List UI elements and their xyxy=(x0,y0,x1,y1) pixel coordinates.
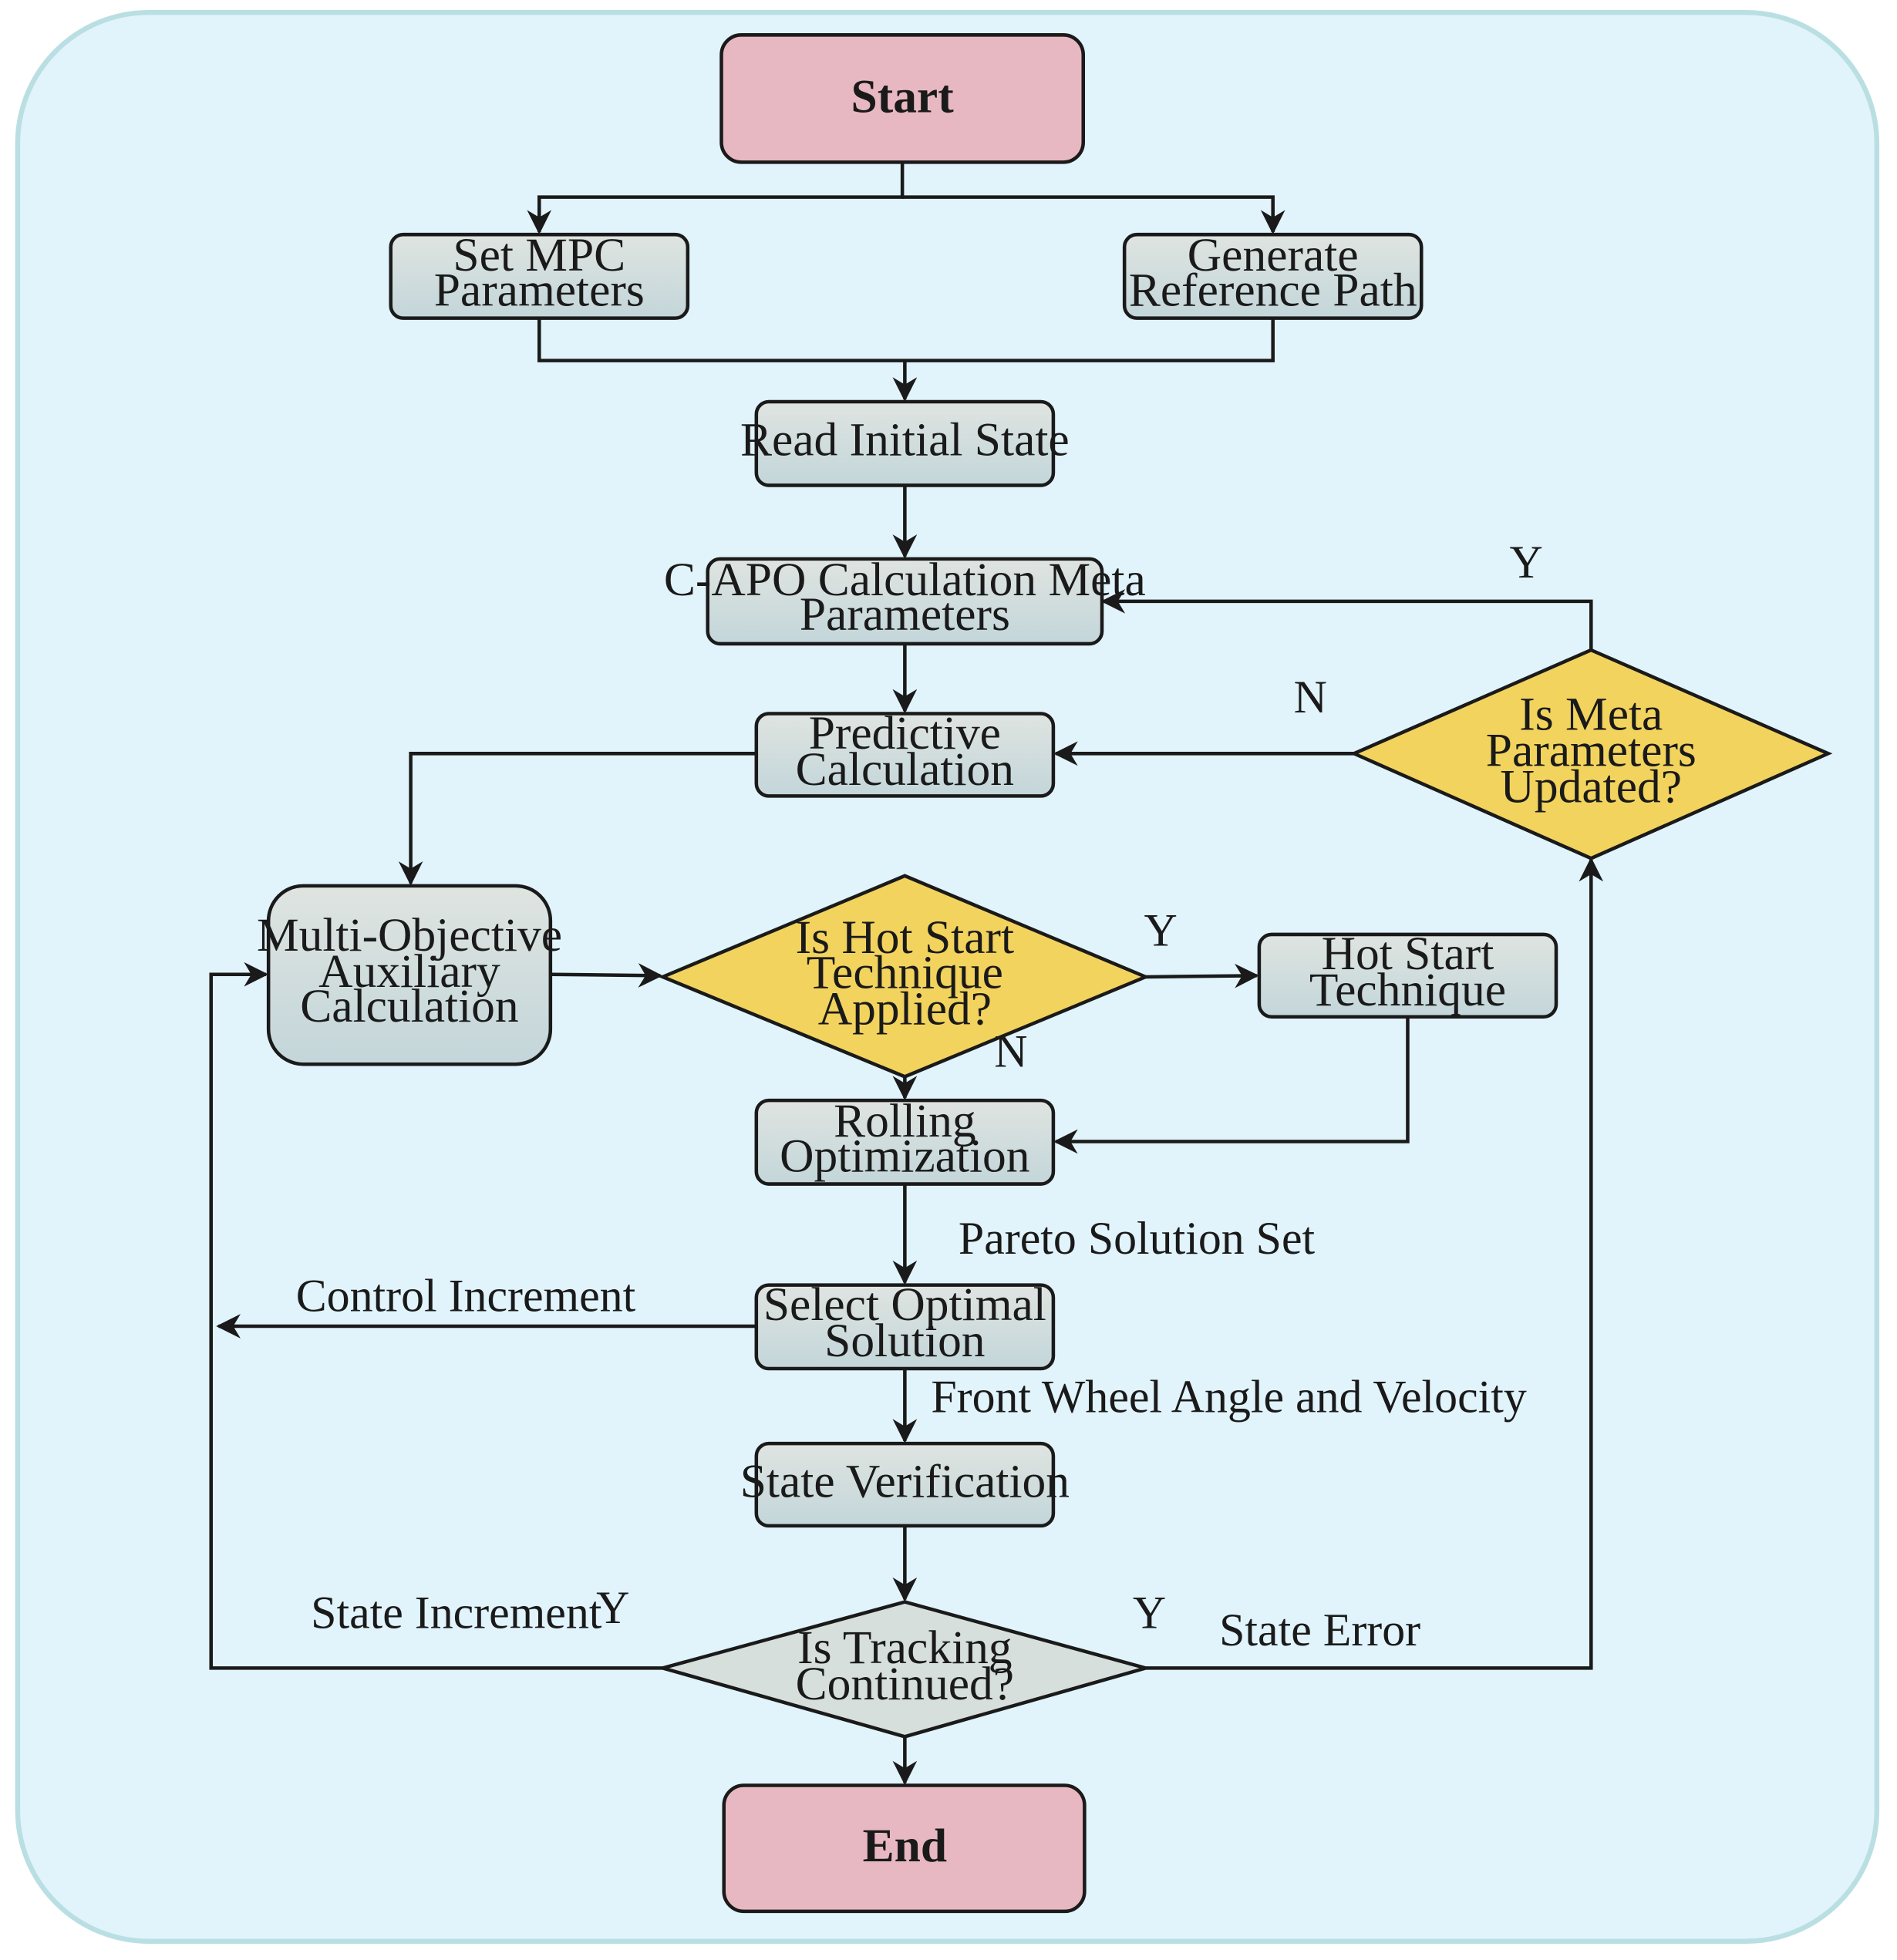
edge-meta-yes-to-capo xyxy=(1100,589,1593,651)
tracking-label-line-1: Is Tracking xyxy=(797,1622,1012,1674)
meta-yes-label: Y xyxy=(1510,537,1543,588)
generate-path-label-line-2: Reference Path xyxy=(1129,264,1417,316)
tracking-decision-node: Is Tracking Continued? xyxy=(656,1600,1153,1739)
end-node: End xyxy=(722,1783,1087,1914)
multi-objective-node: Multi-Objective Auxiliary Calculation xyxy=(257,884,562,1066)
select-optimal-solution-node: Select Optimal Solution xyxy=(754,1278,1056,1371)
edge-hot-decision-yes-to-hot-start xyxy=(1145,963,1259,988)
edge-hot-start-to-rolling xyxy=(1053,1016,1410,1154)
set-mpc-label-line-1: Set MPC xyxy=(453,229,625,281)
state-increment-label: State Increment xyxy=(311,1588,602,1638)
hot-no-label: N xyxy=(994,1025,1027,1076)
rolling-label-line-1: Rolling xyxy=(834,1095,975,1147)
edge-start-to-generate-path xyxy=(902,195,1285,235)
rolling-optimization-node: Rolling Optimization xyxy=(754,1095,1056,1186)
tracking-yes-right-label: Y xyxy=(1133,1588,1166,1638)
read-initial-label: Read Initial State xyxy=(740,414,1070,466)
meta-decision-label-line-1: Is Meta xyxy=(1519,689,1663,741)
read-initial-state-node: Read Initial State xyxy=(740,399,1070,487)
multi-objective-label-line-2: Auxiliary xyxy=(318,945,500,998)
predictive-label-line-1: Predictive xyxy=(809,707,1001,759)
predictive-calculation-node: Predictive Calculation xyxy=(754,707,1056,798)
select-optimal-label-line-2: Solution xyxy=(824,1315,985,1367)
meta-decision-label-line-2: Parameters xyxy=(1486,724,1697,776)
select-optimal-label-line-1: Select Optimal xyxy=(763,1278,1046,1331)
edge-tracking-yes-state-increment xyxy=(209,961,663,1670)
edge-predictive-to-multi-objective xyxy=(398,752,756,886)
edge-multi-objective-to-hot-decision xyxy=(551,963,663,988)
hot-start-label-line-2: Technique xyxy=(1309,964,1506,1016)
hot-decision-label-line-2: Technique xyxy=(807,947,1003,999)
set-mpc-parameters-node: Set MPC Parameters xyxy=(389,229,690,320)
generate-reference-path-node: Generate Reference Path xyxy=(1122,229,1424,320)
edge-start-to-set-mpc xyxy=(527,162,905,235)
tracking-yes-left-label: Y xyxy=(596,1582,629,1633)
multi-objective-label-line-1: Multi-Objective xyxy=(257,909,562,961)
start-node: Start xyxy=(719,33,1086,164)
control-increment-label: Control Increment xyxy=(296,1271,636,1322)
start-label: Start xyxy=(851,71,955,123)
hot-start-decision-node: Is Hot Start Technique Applied? xyxy=(658,874,1151,1079)
hot-yes-label: Y xyxy=(1144,905,1177,956)
edge-tracking-yes-state-error xyxy=(1145,857,1604,1670)
pareto-solution-set-label: Pareto Solution Set xyxy=(959,1213,1316,1264)
meta-decision-label-line-3: Updated? xyxy=(1501,760,1683,813)
tracking-label-line-2: Continued? xyxy=(796,1658,1014,1710)
hot-decision-label-line-3: Applied? xyxy=(818,982,992,1035)
hot-start-label-line-1: Hot Start xyxy=(1322,928,1494,980)
generate-path-label-line-1: Generate xyxy=(1188,229,1359,281)
state-verification-node: State Verification xyxy=(740,1441,1070,1528)
set-mpc-label-line-2: Parameters xyxy=(434,264,645,316)
multi-objective-label-line-3: Calculation xyxy=(300,980,518,1032)
capo-label-line-1: C-APO Calculation Meta xyxy=(664,554,1146,606)
hot-decision-label-line-1: Is Hot Start xyxy=(796,911,1014,964)
hot-start-technique-node: Hot Start Technique xyxy=(1257,928,1558,1019)
state-verification-label: State Verification xyxy=(740,1456,1070,1508)
rolling-label-line-2: Optimization xyxy=(780,1130,1029,1182)
end-label: End xyxy=(863,1820,947,1872)
state-error-label: State Error xyxy=(1219,1605,1420,1655)
capo-label-line-2: Parameters xyxy=(800,588,1010,641)
meta-decision-node: Is Meta Parameters Updated? xyxy=(1349,648,1833,860)
predictive-label-line-2: Calculation xyxy=(796,743,1014,796)
meta-no-label: N xyxy=(1294,672,1327,722)
capo-calculation-node: C-APO Calculation Meta Parameters xyxy=(664,554,1146,646)
front-wheel-label: Front Wheel Angle and Velocity xyxy=(931,1372,1527,1423)
